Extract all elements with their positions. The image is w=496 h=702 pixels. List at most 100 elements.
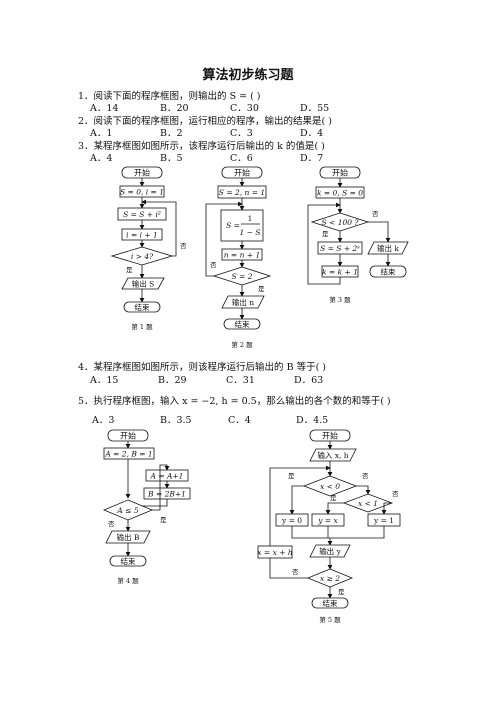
fig3-caption: 第 3 题 bbox=[329, 295, 351, 304]
flowchart-2: 开始 S = 2, n = 1 S = 1 1 − S n = n + 1 S … bbox=[205, 166, 272, 349]
fig1-end-terminal bbox=[123, 301, 161, 313]
fig2-output-parallelogram bbox=[221, 295, 265, 309]
question-4: 4．某程序框图如图所示，则该程序运行后输出的 B 等于( ) bbox=[78, 362, 326, 373]
fig5-cond2-text: x < 1 bbox=[358, 499, 378, 508]
fig1-no-label: 否 bbox=[180, 242, 187, 250]
fig2-body-lhs: S = bbox=[226, 221, 240, 230]
q5-option-c: C．4 bbox=[228, 415, 251, 426]
fig5-cond3-no-label: 否 bbox=[292, 568, 299, 576]
fig5-cond3-yes-label: 是 bbox=[338, 588, 345, 596]
fig5-output-parallelogram bbox=[309, 544, 351, 558]
fig5-update-box bbox=[257, 545, 293, 559]
page-title: 算法初步练习题 bbox=[202, 68, 294, 83]
fig2-no-label: 否 bbox=[210, 261, 217, 269]
flowchart-1: 开始 S = 0, i = 1 S = S + i² i = i + 1 i >… bbox=[110, 166, 187, 331]
fig5-cond3-text: x ≥ 2 bbox=[320, 574, 340, 583]
fig5-input-text: 输入 x, h bbox=[317, 450, 348, 460]
fig2-body-box bbox=[220, 209, 264, 242]
q5-option-b: B．3.5 bbox=[160, 415, 192, 426]
fig5-end-terminal bbox=[311, 597, 349, 609]
q3-option-c: C．6 bbox=[230, 153, 253, 164]
q3-option-b: B．5 bbox=[160, 153, 183, 164]
fig3-output-parallelogram bbox=[367, 241, 409, 255]
fig4-incA-text: A = A+1 bbox=[150, 472, 184, 481]
fig5-yx-text: y = x bbox=[317, 516, 338, 525]
fig4-yes-label: 是 bbox=[160, 516, 167, 524]
fig1-end-text: 结束 bbox=[135, 302, 150, 312]
fig3-inc-text: k = k + 1 bbox=[322, 268, 358, 277]
q1-option-c: C．30 bbox=[230, 103, 259, 114]
fig5-cond1-no-label: 否 bbox=[362, 472, 369, 480]
fig5-y1-text: y = 1 bbox=[373, 516, 394, 525]
fig2-inc-text: n = n + 1 bbox=[224, 251, 261, 260]
fig2-body-den: 1 − S bbox=[240, 228, 261, 237]
fig3-end-text: 结束 bbox=[381, 267, 396, 277]
fig4-end-text: 结束 bbox=[121, 556, 136, 566]
fig2-cond-text: S = 2 bbox=[232, 272, 253, 281]
fig1-body-text: S = S + i² bbox=[123, 210, 161, 219]
fig4-init-box bbox=[103, 447, 155, 460]
q3-option-d: D．7 bbox=[300, 153, 324, 164]
q1-option-b: B．20 bbox=[160, 103, 189, 114]
fig5-cond1-text: x < 0 bbox=[320, 482, 340, 491]
q2-option-d: D．4 bbox=[300, 128, 324, 139]
q4-option-b: B．29 bbox=[158, 375, 187, 386]
fig2-body-num: 1 bbox=[248, 214, 253, 223]
fig4-caption: 第 4 题 bbox=[117, 576, 139, 585]
fig1-yes-label: 是 bbox=[126, 266, 133, 274]
fig4-output-text: 输出 B bbox=[117, 532, 140, 542]
question-2: 2．阅读下面的程序框图，运行相应的程序，输出的结果是( ) bbox=[78, 116, 332, 127]
q5-option-a: A．3 bbox=[92, 415, 115, 426]
fig4-incB-text: B = 2B+1 bbox=[147, 490, 186, 499]
fig3-yes-label: 是 bbox=[322, 230, 329, 238]
fig4-end-terminal bbox=[109, 555, 147, 567]
q4-option-d: D．63 bbox=[294, 375, 324, 386]
q3-option-a: A．4 bbox=[90, 153, 113, 164]
fig5-cond2-yes-label: 是 bbox=[330, 494, 337, 502]
fig2-caption: 第 2 题 bbox=[231, 340, 253, 349]
fig3-output-text: 输出 k bbox=[377, 243, 399, 253]
fig5-cond1-yes-label: 是 bbox=[288, 472, 295, 480]
fig4-start-text: 开始 bbox=[120, 431, 136, 441]
fig1-init-text: S = 0, i = 1 bbox=[120, 188, 164, 197]
fig5-cond2-diamond bbox=[342, 493, 394, 513]
fig5-y0-text: y = 0 bbox=[281, 516, 302, 525]
flowchart-3: 开始 k = 0, S = 0 S < 100 ? 是 否 S = S + 2ˢ… bbox=[307, 166, 409, 304]
fig1-start-text: 开始 bbox=[134, 168, 150, 178]
fig5-start-text: 开始 bbox=[322, 431, 338, 441]
fig1-inc-text: i = i + 1 bbox=[126, 231, 158, 240]
fig1-output-text: 输出 S bbox=[132, 279, 155, 289]
fig4-cond-text: A ≤ 5 bbox=[116, 506, 138, 515]
q1-option-a: A．14 bbox=[90, 103, 119, 114]
question-1: 1．阅读下面的程序框图，则输出的 S = ( ) bbox=[78, 91, 261, 102]
fig4-no-label: 否 bbox=[108, 520, 115, 528]
fig2-end-text: 结束 bbox=[235, 319, 250, 329]
question-3: 3．某程序框图如图所示，该程序运行后输出的 k 的值是( ) bbox=[78, 141, 325, 152]
q4-option-a: A．15 bbox=[90, 375, 119, 386]
fig4-init-text: A = 2, B = 1 bbox=[104, 450, 152, 459]
fig1-cond-text: i > 4? bbox=[131, 252, 154, 261]
fig5-cond2-no-label: 否 bbox=[392, 490, 399, 498]
fig2-init-text: S = 2, n = 1 bbox=[219, 188, 265, 197]
fig4-output-parallelogram bbox=[105, 530, 151, 544]
fig5-cond1-diamond bbox=[302, 475, 358, 497]
q5-option-d: D．4.5 bbox=[296, 415, 329, 426]
question-5: 5．执行程序框图，输入 x = −2, h = 0.5，那么输出的各个数的和等于… bbox=[78, 396, 391, 407]
q1-option-d: D．55 bbox=[300, 103, 330, 114]
q2-option-a: A．1 bbox=[90, 128, 113, 139]
q4-option-c: C．31 bbox=[226, 375, 255, 386]
q2-option-c: C．3 bbox=[230, 128, 253, 139]
fig2-yes-label: 是 bbox=[258, 285, 265, 293]
flowchart-4: 开始 A = 2, B = 1 A = A+1 B = 2B+1 A ≤ 5 是… bbox=[102, 429, 191, 585]
fig5-update-text: x = x + h bbox=[257, 548, 293, 557]
fig2-start-text: 开始 bbox=[234, 168, 250, 178]
fig3-start-text: 开始 bbox=[332, 168, 348, 178]
fig3-end-terminal bbox=[369, 265, 407, 278]
fig1-caption: 第 1 题 bbox=[131, 322, 153, 331]
fig3-init-text: k = 0, S = 0 bbox=[317, 189, 363, 198]
fig5-caption: 第 5 题 bbox=[319, 615, 341, 624]
flowchart-5: 开始 输入 x, h x < 0 是 否 x < 1 是 否 y = 0 y =… bbox=[257, 429, 401, 624]
fig5-output-text: 输出 y bbox=[319, 546, 341, 556]
fig3-no-label: 否 bbox=[372, 210, 379, 218]
